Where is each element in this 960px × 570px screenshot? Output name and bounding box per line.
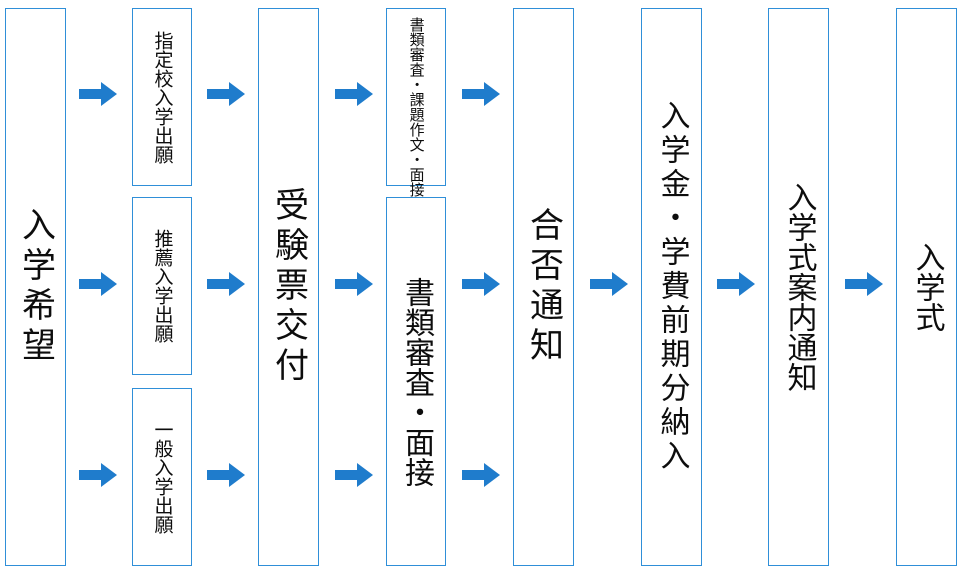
arrow-right-icon — [717, 272, 755, 296]
arrow-right-icon — [462, 272, 500, 296]
payment-box: 入学金・学費前期分納入 — [641, 8, 702, 566]
wish-label: 入学希望 — [15, 207, 56, 367]
exam-ticket-label: 受験票交付 — [268, 187, 309, 387]
arrow-right-icon — [335, 463, 373, 487]
recommended-application-box: 推薦入学出願 — [132, 197, 192, 375]
arrow-right-icon — [335, 272, 373, 296]
general-application-label: 一般入学出願 — [151, 420, 174, 534]
arrow-right-icon — [462, 82, 500, 106]
arrow-right-icon — [462, 463, 500, 487]
general-application-box: 一般入学出願 — [132, 388, 192, 566]
designated-application-label: 指定校入学出願 — [151, 30, 174, 164]
arrow-right-icon — [335, 82, 373, 106]
result-notice-label: 合否通知 — [523, 207, 564, 367]
ceremony-notice-box: 入学式案内通知 — [768, 8, 829, 566]
arrow-right-icon — [207, 463, 245, 487]
arrow-right-icon — [845, 272, 883, 296]
wish-box: 入学希望 — [5, 8, 66, 566]
arrow-right-icon — [79, 82, 117, 106]
screening-interview-box: 書類審査・面接 — [386, 197, 446, 566]
arrow-right-icon — [207, 82, 245, 106]
arrow-right-icon — [590, 272, 628, 296]
ceremony-label: 入学式 — [909, 242, 945, 332]
recommended-application-label: 推薦入学出願 — [151, 229, 174, 343]
designated-application-box: 指定校入学出願 — [132, 8, 192, 186]
screening-interview-label: 書類審査・面接 — [399, 276, 434, 487]
arrow-right-icon — [79, 463, 117, 487]
result-notice-box: 合否通知 — [513, 8, 574, 566]
arrow-right-icon — [79, 272, 117, 296]
ceremony-box: 入学式 — [896, 8, 957, 566]
screening-essay-label: 書類審査・課題作文・面接 — [407, 17, 426, 197]
payment-label: 入学金・学費前期分納入 — [654, 100, 690, 474]
ceremony-notice-label: 入学式案内通知 — [781, 182, 817, 392]
arrow-right-icon — [207, 272, 245, 296]
screening-essay-box: 書類審査・課題作文・面接 — [386, 8, 446, 197]
exam-ticket-box: 受験票交付 — [258, 8, 319, 566]
